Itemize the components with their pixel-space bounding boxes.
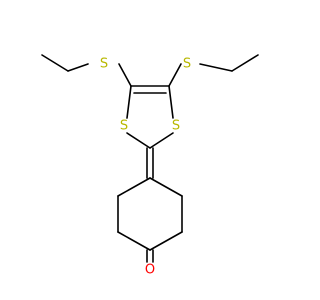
bond-c4-s-ring-left <box>126 85 132 119</box>
bond-ethyl-left-ch2-s <box>67 63 89 72</box>
bond-s-right-c5 <box>168 63 182 87</box>
sulfur-atom-ring-left: S <box>120 119 128 134</box>
bond-s-ring-left-c2 <box>126 132 151 149</box>
sulfur-atom-ring-right: S <box>172 119 180 134</box>
sulfur-atom-ethyl-left: S <box>100 57 108 72</box>
bonds <box>41 54 259 263</box>
sulfur-atom-ethyl-right: S <box>183 57 191 72</box>
bond-s-ring-right-c2 <box>149 132 174 149</box>
bond-ring-c6-c1 <box>149 177 183 197</box>
bond-ring-c3-c4 <box>117 231 151 251</box>
bond-c5-s-ring-right <box>168 85 174 119</box>
molecule-structure: S S S S O <box>41 54 259 278</box>
bond-ethyl-left-ch3-ch2 <box>41 54 69 72</box>
atom-labels: S S S S O <box>100 57 191 278</box>
bond-ethyl-right-ch3-ch2 <box>231 54 259 72</box>
bond-ring-c4-c5 <box>149 231 183 251</box>
bond-ethyl-right-ch2-s <box>199 63 233 72</box>
bond-ring-c1-c2 <box>117 177 151 197</box>
bond-s-left-c4 <box>118 63 132 87</box>
oxygen-atom-ketone: O <box>145 263 155 278</box>
